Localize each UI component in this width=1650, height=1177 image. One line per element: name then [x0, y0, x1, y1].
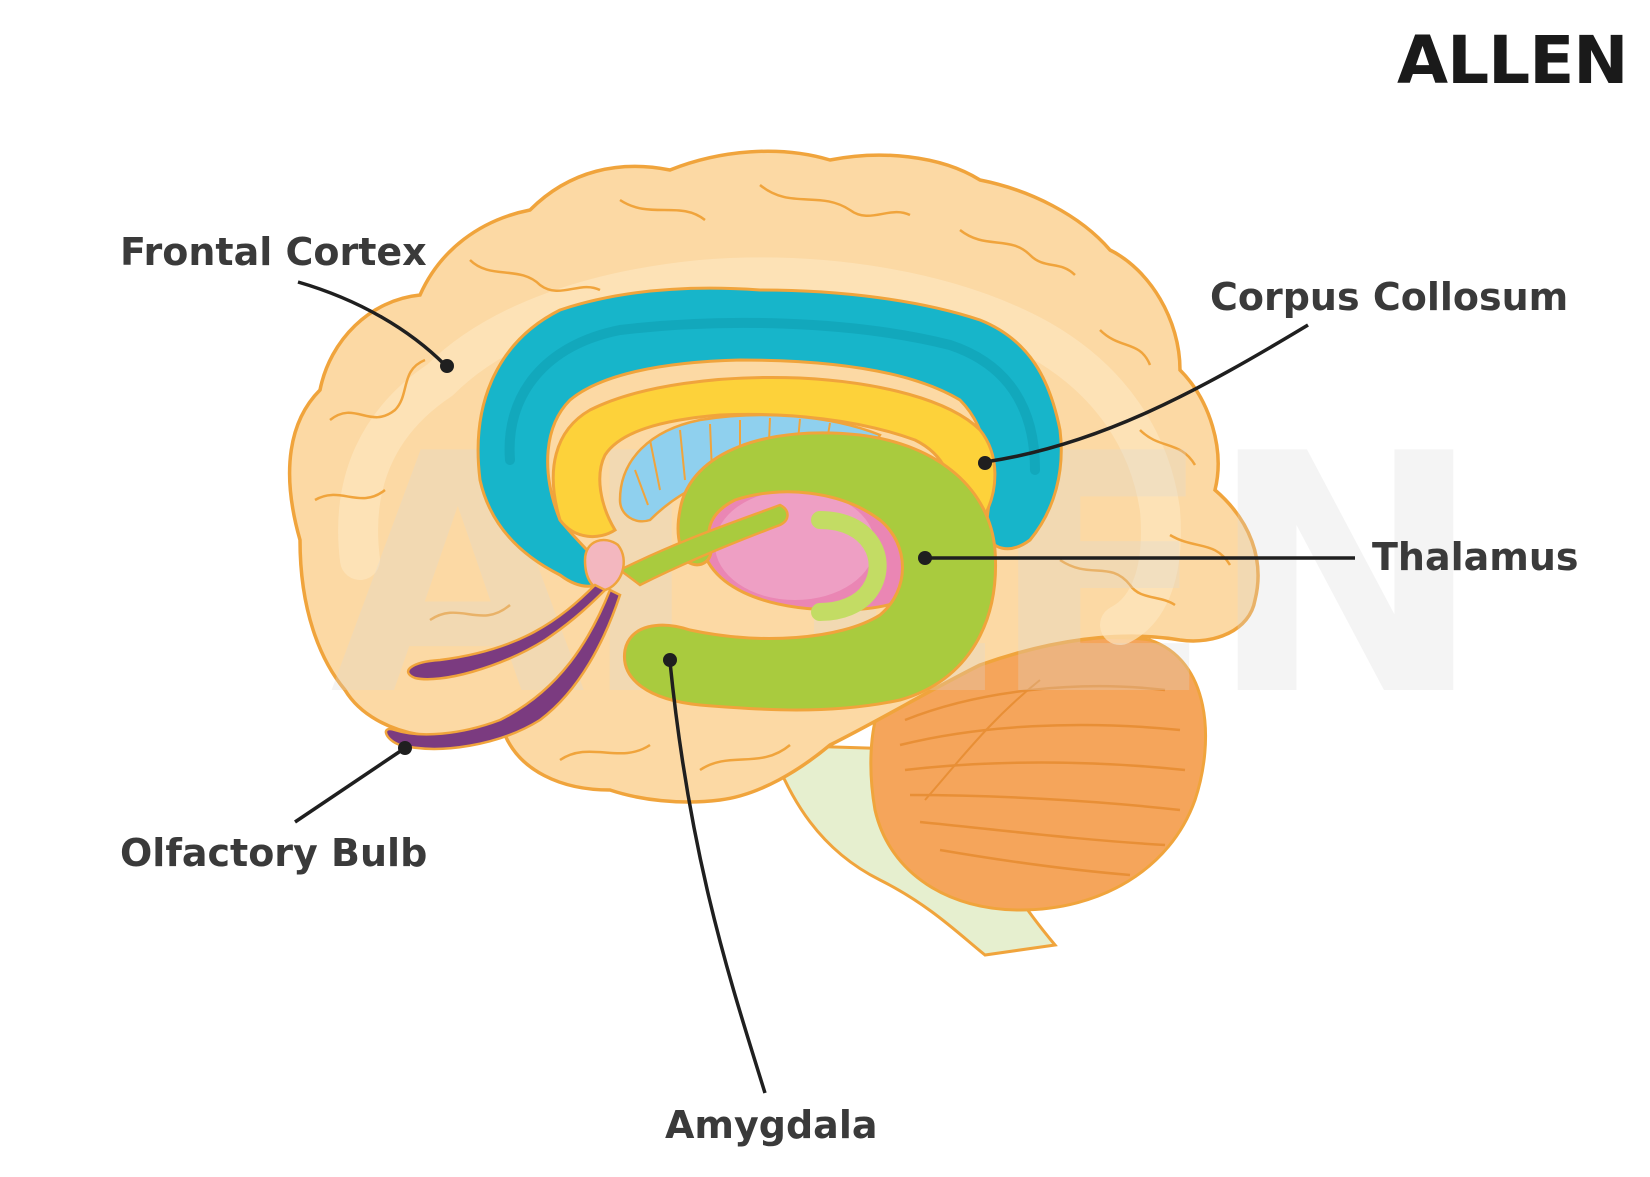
limbic-green-structure	[622, 431, 998, 712]
olfactory-tract	[384, 583, 622, 751]
dot-amygdala	[663, 653, 677, 667]
pointer-olfactory-bulb	[294, 746, 406, 824]
pointer-lines	[294, 280, 1355, 1094]
fornix-green-arm	[617, 503, 789, 587]
dot-frontal-cortex	[440, 359, 454, 373]
label-thalamus: Thalamus	[1372, 535, 1579, 579]
allen-logo: ALLEN	[1397, 22, 1628, 99]
label-corpus-collosum: Corpus Collosum	[1210, 275, 1568, 319]
pointer-dots	[398, 359, 992, 755]
dot-corpus-collosum	[978, 456, 992, 470]
label-frontal-cortex: Frontal Cortex	[120, 230, 427, 274]
dot-olfactory-bulb	[398, 741, 412, 755]
dot-thalamus	[918, 551, 932, 565]
cerebellum	[869, 636, 1208, 912]
pointer-frontal-cortex	[297, 280, 447, 367]
pointer-amygdala	[668, 661, 767, 1094]
label-olfactory-bulb: Olfactory Bulb	[120, 831, 427, 875]
label-amygdala: Amygdala	[665, 1103, 878, 1147]
mammillary-pink-nub	[583, 538, 625, 592]
pointer-corpus-collosum	[984, 323, 1309, 464]
